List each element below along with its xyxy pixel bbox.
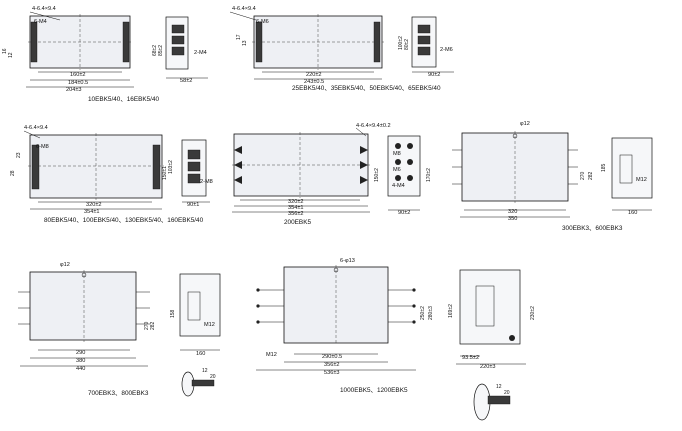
width-label-1: 160±2 (70, 72, 86, 78)
caption-1: 10EBK5/40、16EBK5/40 (88, 96, 160, 103)
svg-text:6-φ13: 6-φ13 (340, 258, 355, 264)
svg-text:φ12: φ12 (60, 262, 70, 268)
svg-text:4-6.4×9.4: 4-6.4×9.4 (24, 125, 48, 131)
svg-text:12: 12 (496, 384, 502, 390)
drawing-300ebk3: φ12 270 282 320 350 185 M12 160 300EBK3、… (452, 121, 653, 232)
svg-text:356±2: 356±2 (324, 362, 340, 368)
svg-text:290: 290 (76, 350, 85, 356)
caption-7: 1000EBK5、1200EBK5 (340, 387, 408, 394)
svg-text:270: 270 (144, 321, 150, 330)
svg-text:290±0.5: 290±0.5 (322, 354, 342, 360)
svg-text:320±2: 320±2 (288, 199, 304, 205)
svg-text:170±2: 170±2 (426, 168, 432, 182)
svg-text:250±2: 250±2 (420, 306, 426, 320)
svg-text:90±1: 90±1 (187, 202, 199, 208)
svg-text:17: 17 (236, 34, 242, 40)
svg-text:4-6.4×9.4±0.2: 4-6.4×9.4±0.2 (356, 123, 391, 129)
svg-text:350: 350 (508, 216, 517, 222)
svg-text:160: 160 (196, 351, 205, 357)
holes-label: 4-6.4×9.4 (32, 6, 56, 12)
svg-text:23: 23 (16, 152, 22, 158)
svg-text:2-M6: 2-M6 (440, 47, 453, 53)
drawing-10ebk5: 4-6.4×9.4 6-M4 16 12 160±2 184±0.5 204±3… (2, 6, 208, 103)
drawing-80ebk5: 4-6.4×9.4 6-M8 28 23 320±2 354±1 103±2 1… (10, 125, 213, 224)
svg-text:φ12: φ12 (520, 121, 530, 127)
svg-text:354±1: 354±1 (288, 205, 304, 211)
svg-text:320±2: 320±2 (86, 202, 102, 208)
svg-text:103±2: 103±2 (168, 160, 174, 174)
svg-text:150±1: 150±1 (162, 166, 168, 180)
svg-text:6-M8: 6-M8 (36, 144, 49, 150)
svg-text:230±2: 230±2 (530, 306, 536, 320)
svg-text:160: 160 (628, 210, 637, 216)
filter-body (29, 271, 137, 341)
svg-text:2-M8: 2-M8 (200, 179, 213, 185)
svg-text:M12: M12 (266, 352, 277, 358)
svg-text:80±2: 80±2 (404, 39, 410, 50)
svg-text:90±2: 90±2 (428, 72, 440, 78)
svg-text:158: 158 (170, 309, 176, 318)
svg-text:58±2: 58±2 (180, 78, 192, 84)
svg-text:20: 20 (504, 390, 510, 396)
drawing-25ebk5: 4-6.4×9.4 6-M6 17 13 220±2 243±0.5 100±2… (229, 6, 454, 92)
caption-3: 80EBK5/40、100EBK5/40、130EBK5/40、160EBK5/… (44, 217, 204, 224)
drawing-200ebk5: 4-6.4×9.4±0.2 320±2 354±1 356±2 M8 M6 4-… (232, 123, 432, 226)
side-view (387, 135, 421, 197)
caption-4: 200EBK5 (284, 219, 311, 226)
svg-text:90±2: 90±2 (398, 210, 410, 216)
svg-text:380: 380 (76, 358, 85, 364)
svg-text:28: 28 (10, 170, 16, 176)
svg-text:12: 12 (202, 368, 208, 374)
screw-label: 6-M4 (34, 19, 47, 25)
side-view (459, 269, 521, 345)
ground-label: 2-M4 (194, 50, 207, 56)
svg-text:M6: M6 (393, 167, 401, 173)
height-label-1: 16 (2, 48, 8, 54)
width-label-3: 204±3 (66, 87, 82, 93)
svg-text:440: 440 (76, 366, 85, 372)
filter-body (233, 133, 369, 197)
svg-text:M12: M12 (204, 322, 215, 328)
svg-text:243±0.5: 243±0.5 (304, 79, 324, 85)
svg-text:6-M6: 6-M6 (256, 19, 269, 25)
svg-text:280±3: 280±3 (428, 306, 434, 320)
svg-text:20: 20 (210, 374, 216, 380)
svg-text:13: 13 (242, 40, 248, 46)
svg-text:4-M4: 4-M4 (392, 183, 405, 189)
height-label-2: 12 (8, 52, 14, 58)
svg-text:220±3: 220±3 (480, 364, 496, 370)
svg-text:4-6.4×9.4: 4-6.4×9.4 (232, 6, 256, 12)
svg-text:282: 282 (150, 321, 156, 330)
drawing-1000ebk5: 6-φ13 M12 250±2 280±3 290±0.5 356±2 536±… (256, 258, 536, 421)
svg-text:85±2: 85±2 (158, 45, 164, 56)
caption-5: 300EBK3、600EBK3 (562, 225, 623, 232)
caption-2: 25EBK5/40、35EBK5/40、50EBK5/40、65EBK5/40 (292, 85, 441, 92)
svg-text:169±2: 169±2 (448, 304, 454, 318)
caption-6: 700EBK3、800EBK3 (88, 390, 149, 397)
svg-text:68±2: 68±2 (152, 45, 158, 56)
svg-text:536±3: 536±3 (324, 370, 340, 376)
svg-text:282: 282 (588, 171, 594, 180)
svg-text:320: 320 (508, 209, 517, 215)
svg-text:93.5±2: 93.5±2 (462, 355, 479, 361)
svg-text:100±2: 100±2 (398, 36, 404, 50)
drawing-700ebk3: φ12 270 282 290 380 440 158 M12 160 12 2… (18, 262, 221, 397)
svg-text:185: 185 (601, 163, 607, 172)
svg-text:M12: M12 (636, 177, 647, 183)
svg-text:356±2: 356±2 (288, 211, 304, 217)
width-label-2: 184±0.5 (68, 80, 88, 86)
svg-text:150±2: 150±2 (374, 168, 380, 182)
svg-text:354±1: 354±1 (84, 209, 100, 215)
ground-stud-detail (473, 383, 491, 421)
svg-text:M8: M8 (393, 151, 401, 157)
svg-text:220±2: 220±2 (306, 72, 322, 78)
svg-text:270: 270 (580, 171, 586, 180)
